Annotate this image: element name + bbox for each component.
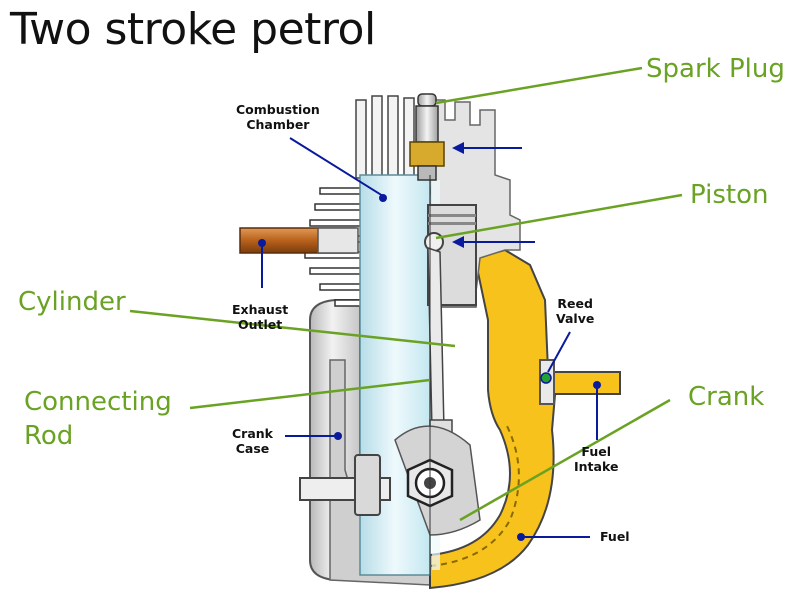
label-cylinder: Cylinder	[18, 287, 126, 317]
part-fuel-intake: Fuel Intake	[574, 444, 618, 474]
part-exhaust-outlet-line1: Exhaust	[232, 302, 289, 317]
diagram-title: Two stroke petrol	[10, 4, 376, 55]
label-connecting-rod-line2: Rod	[24, 421, 74, 451]
part-reed-valve: Reed Valve	[556, 296, 594, 326]
part-exhaust-outlet: Exhaust Outlet	[232, 302, 288, 332]
label-crank: Crank	[688, 382, 765, 412]
label-connecting-rod: Connecting Rod	[24, 385, 172, 453]
spark-plug	[409, 93, 445, 181]
blue-pointers	[258, 137, 601, 541]
label-piston: Piston	[690, 180, 769, 210]
part-combustion-chamber: Combustion Chamber	[236, 102, 320, 132]
part-combustion-chamber-line2: Chamber	[246, 117, 310, 132]
part-combustion-chamber-line1: Combustion	[236, 102, 320, 117]
label-connecting-rod-line1: Connecting	[24, 387, 172, 417]
part-fuel: Fuel	[600, 529, 630, 544]
part-exhaust-outlet-line2: Outlet	[238, 317, 283, 332]
part-crank-case-line2: Case	[235, 441, 270, 456]
part-crank-case: Crank Case	[232, 426, 273, 456]
head-fins	[355, 95, 415, 179]
green-leaders	[129, 66, 683, 522]
exhaust-pipe	[239, 227, 359, 254]
part-fuel-intake-line1: Fuel	[581, 444, 611, 459]
part-fuel-intake-line2: Intake	[574, 459, 619, 474]
part-reed-valve-line2: Valve	[556, 311, 595, 326]
crankshaft	[299, 425, 481, 536]
part-crank-case-line1: Crank	[232, 426, 273, 441]
label-spark-plug: Spark Plug	[646, 54, 785, 84]
part-reed-valve-line1: Reed	[557, 296, 593, 311]
